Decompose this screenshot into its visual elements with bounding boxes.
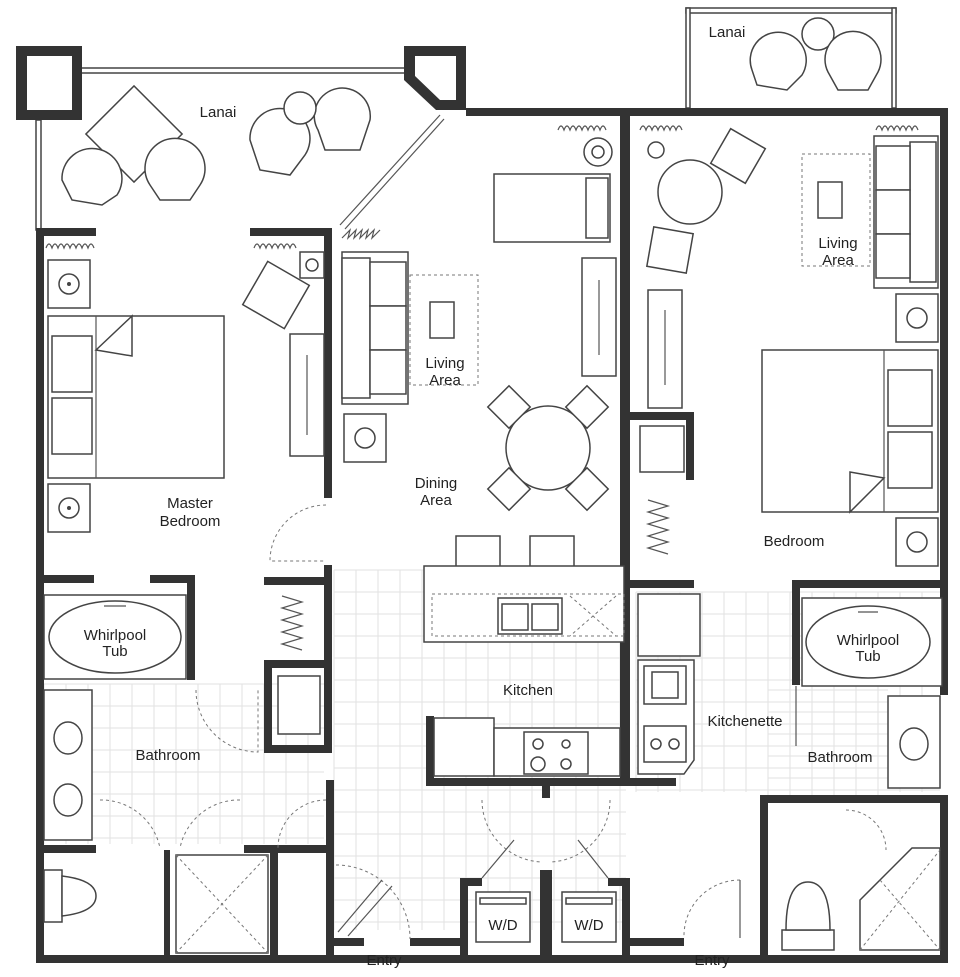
toilet-icon <box>43 869 97 923</box>
bed-icon <box>47 314 225 479</box>
refrigerator-icon <box>433 717 495 777</box>
stove-icon <box>493 727 621 777</box>
door-swing-icon <box>683 879 741 939</box>
kitchenette: Kitchenette <box>637 593 783 775</box>
sink-icon <box>43 689 93 841</box>
lanai-right: Lanai <box>685 7 897 109</box>
label-wd-left: W/D <box>488 917 517 934</box>
laundry: W/D W/D <box>475 799 617 943</box>
label-master: Master <box>167 495 213 512</box>
coffee-table-icon <box>429 301 455 339</box>
shower-icon <box>175 854 269 954</box>
lamp-icon <box>299 251 325 279</box>
tv-console-icon <box>581 257 617 377</box>
patio-chair-icon <box>749 31 807 91</box>
label-bathroom-left: Bathroom <box>135 747 200 764</box>
label-area-center: Area <box>429 372 461 389</box>
label-area-right: Area <box>822 252 854 269</box>
washer-dryer-icon <box>475 891 617 943</box>
entry-left: Entry <box>335 864 411 969</box>
sofa-icon <box>873 135 939 289</box>
door-swing-icon <box>195 689 259 753</box>
label-bedroom-word: Bedroom <box>160 513 221 530</box>
label-bedroom: Bedroom <box>764 533 825 550</box>
sink-icon <box>887 695 941 789</box>
door-swing-icon <box>481 799 543 863</box>
label-kitchen: Kitchen <box>503 682 553 699</box>
wardrobe-icon <box>639 425 685 473</box>
label-entry-left: Entry <box>366 952 402 969</box>
label-living-center: Living <box>425 355 464 372</box>
door-swing-icon <box>335 864 411 940</box>
patio-chair-icon <box>61 87 372 206</box>
shower-icon <box>859 847 941 951</box>
label-wd-right: W/D <box>574 917 603 934</box>
label-living-right: Living <box>818 235 857 252</box>
side-table-icon <box>283 91 317 125</box>
label-tub-right: Tub <box>855 648 880 665</box>
heater-icon <box>45 125 919 250</box>
tv-console-icon <box>289 333 325 457</box>
stove-icon <box>643 725 687 763</box>
rug-icon <box>409 274 479 386</box>
lamp-table-icon <box>895 293 939 567</box>
lamp-table-icon <box>47 259 91 533</box>
sink-icon <box>497 597 563 635</box>
dining-table-icon <box>486 384 610 512</box>
door-swing-icon <box>549 799 611 863</box>
armchair-icon <box>241 260 311 330</box>
chair-icon <box>645 225 695 275</box>
walls <box>36 108 948 963</box>
bed-icon <box>761 349 939 514</box>
label-bathroom-right: Bathroom <box>807 749 872 766</box>
closet-left <box>277 595 321 735</box>
label-whirlpool-right: Whirlpool <box>837 632 900 649</box>
label-kitchenette: Kitchenette <box>707 713 782 730</box>
armchair-icon <box>493 173 611 243</box>
label-entry-right: Entry <box>694 952 730 969</box>
label-dining-area: Area <box>420 492 452 509</box>
toilet-icon <box>781 881 835 951</box>
label-lanai-right: Lanai <box>709 24 746 41</box>
water-heater-icon <box>277 675 321 735</box>
patio-chair-icon <box>824 30 882 91</box>
lanai-left: Lanai <box>16 46 466 231</box>
sofa-icon <box>341 251 409 405</box>
right-unit-bedroom: Bedroom <box>639 293 939 567</box>
side-table-icon <box>801 17 835 51</box>
dishwasher-icon <box>569 595 617 637</box>
tv-console-icon <box>647 289 683 409</box>
chair-icon <box>709 127 767 185</box>
label-whirlpool-left: Whirlpool <box>84 627 147 644</box>
kitchen: Kitchen <box>423 535 625 777</box>
round-table-icon <box>657 159 723 225</box>
label-tub-left: Tub <box>102 643 127 660</box>
label-lanai-left: Lanai <box>200 104 237 121</box>
entry-right: Entry <box>683 879 741 969</box>
label-dining: Dining <box>415 475 458 492</box>
door-swing-icon <box>269 504 327 562</box>
refrigerator-icon <box>637 593 701 657</box>
lamp-table-icon <box>343 413 387 463</box>
sink-icon <box>643 665 687 705</box>
door-swing-icon <box>277 799 327 849</box>
coffee-table-icon <box>817 181 843 219</box>
